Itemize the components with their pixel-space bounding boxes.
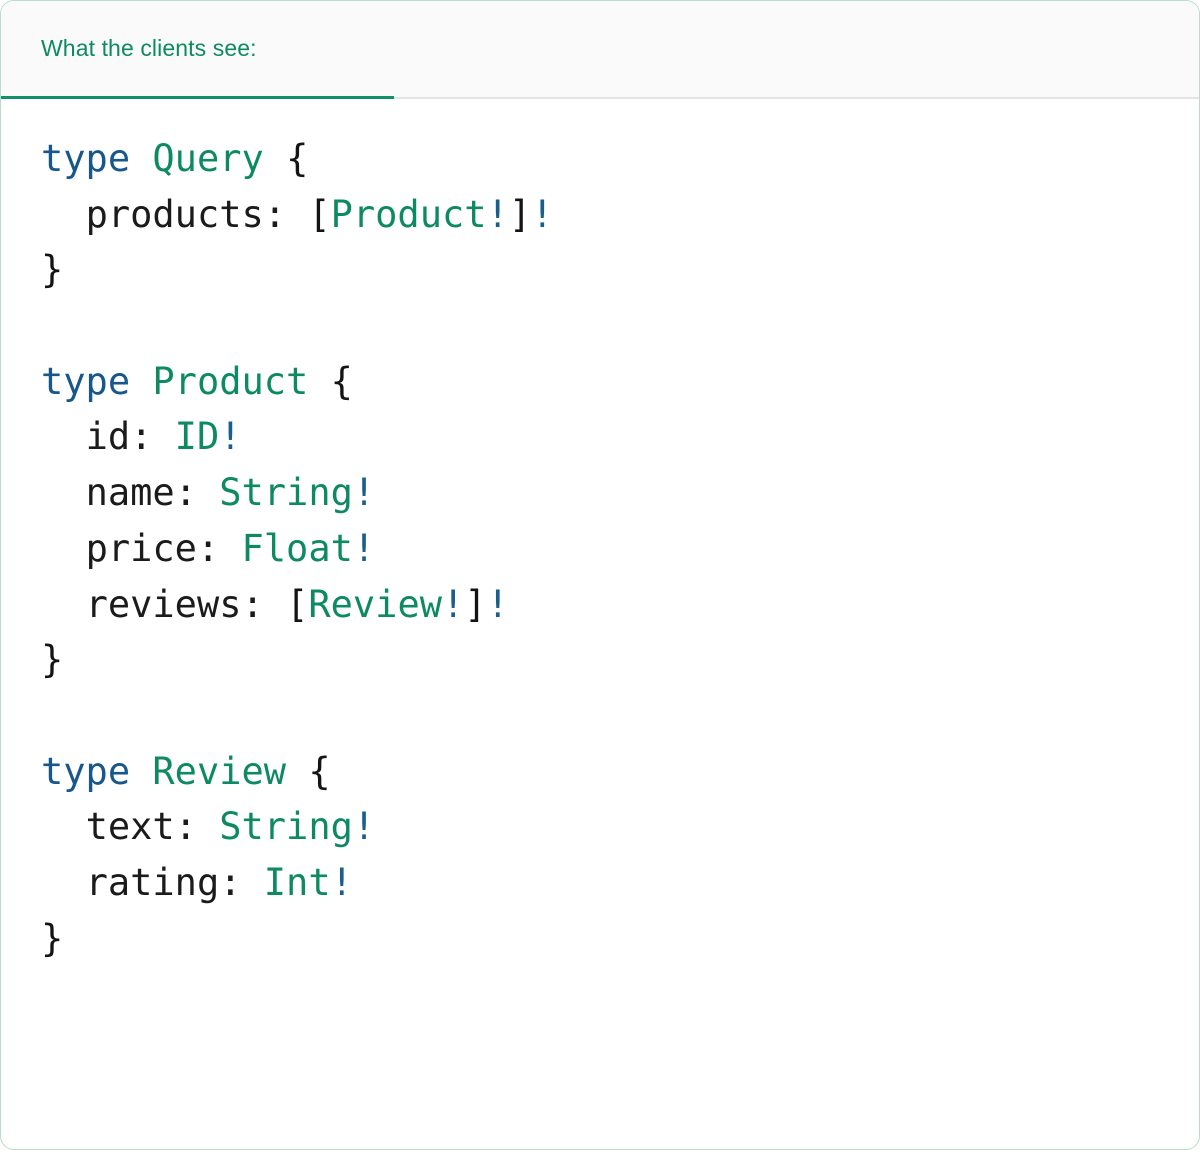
code-token-plain [219, 527, 241, 570]
code-token-plain [41, 805, 86, 848]
code-token-bang: ! [486, 192, 509, 236]
code-token-punct: } [41, 638, 64, 682]
code-token-plain [197, 805, 219, 848]
code-token-bang: ! [352, 471, 376, 515]
code-token-field: products: [85, 192, 287, 236]
code-line: type Product { [41, 354, 1159, 410]
code-token-field: text: [85, 805, 197, 849]
code-token-field: reviews: [85, 582, 264, 626]
code-token-type: String [219, 471, 353, 515]
code-token-bang: ! [352, 526, 376, 570]
code-token-kw: type [41, 137, 131, 180]
code-token-type: Float [241, 526, 353, 570]
code-token-bang: ! [442, 582, 465, 626]
code-token-plain [197, 471, 219, 514]
code-line: type Query { [41, 131, 1159, 187]
code-token-plain [41, 861, 86, 904]
code-token-plain [286, 750, 308, 793]
code-token-type: Query [152, 137, 264, 180]
code-token-plain [41, 471, 86, 514]
code-token-type: Review [308, 582, 442, 626]
code-token-field: name: [85, 471, 197, 515]
code-token-bang: ! [531, 192, 554, 236]
code-token-kw: type [41, 359, 131, 403]
code-token-field: price: [85, 526, 220, 570]
code-token-plain [130, 137, 152, 180]
graphql-schema-code[interactable]: type Query { products: [Product!]!} type… [1, 131, 1199, 966]
code-token-plain [286, 193, 308, 236]
code-line [41, 688, 1159, 744]
code-token-plain [41, 415, 86, 458]
code-token-type: String [219, 805, 353, 849]
code-token-punct: { [308, 749, 331, 793]
code-token-bang: ! [330, 860, 353, 904]
code-line [41, 298, 1159, 354]
code-token-plain [152, 415, 174, 458]
code-line: rating: Int! [41, 855, 1159, 911]
card-header: What the clients see: [1, 1, 1199, 99]
code-token-punct: } [41, 916, 64, 960]
code-token-plain [242, 861, 264, 904]
code-token-plain [130, 750, 152, 793]
code-token-punct: [ [286, 582, 309, 626]
code-token-type: Review [152, 749, 287, 793]
code-line: } [41, 632, 1159, 688]
code-line: } [41, 911, 1159, 967]
tab-label: What the clients see: [41, 35, 257, 61]
code-token-punct: ] [508, 192, 532, 236]
code-token-bang: ! [219, 415, 242, 459]
code-body: type Query { products: [Product!]!} type… [1, 99, 1199, 967]
code-line: id: ID! [41, 409, 1159, 465]
code-token-type: Product [330, 192, 487, 236]
code-token-field: id: [85, 415, 153, 459]
code-token-type: Product [152, 359, 309, 403]
code-token-kw: type [41, 749, 131, 793]
code-token-bang: ! [352, 805, 376, 849]
code-token-punct: { [330, 359, 353, 403]
code-line: reviews: [Review!]! [41, 577, 1159, 633]
code-token-punct: [ [308, 192, 331, 236]
code-token-bang: ! [486, 582, 509, 626]
code-token-plain [264, 137, 286, 180]
code-token-plain [41, 193, 86, 236]
code-line: type Review { [41, 744, 1159, 800]
tab-what-the-clients-see[interactable]: What the clients see: [1, 1, 394, 99]
code-line: } [41, 242, 1159, 298]
code-token-punct: } [41, 248, 64, 292]
code-line: name: String! [41, 465, 1159, 521]
code-token-type: ID [174, 415, 220, 459]
code-token-punct: { [286, 137, 309, 180]
code-token-punct: ] [464, 582, 487, 626]
code-token-field: rating: [85, 860, 242, 904]
code-line: products: [Product!]! [41, 187, 1159, 243]
code-token-type: Int [263, 860, 331, 904]
code-line: price: Float! [41, 521, 1159, 577]
code-line: text: String! [41, 799, 1159, 855]
code-token-plain [130, 360, 152, 403]
code-token-plain [41, 583, 86, 626]
code-token-plain [308, 360, 330, 403]
code-token-plain [41, 527, 86, 570]
code-token-plain [264, 583, 286, 626]
